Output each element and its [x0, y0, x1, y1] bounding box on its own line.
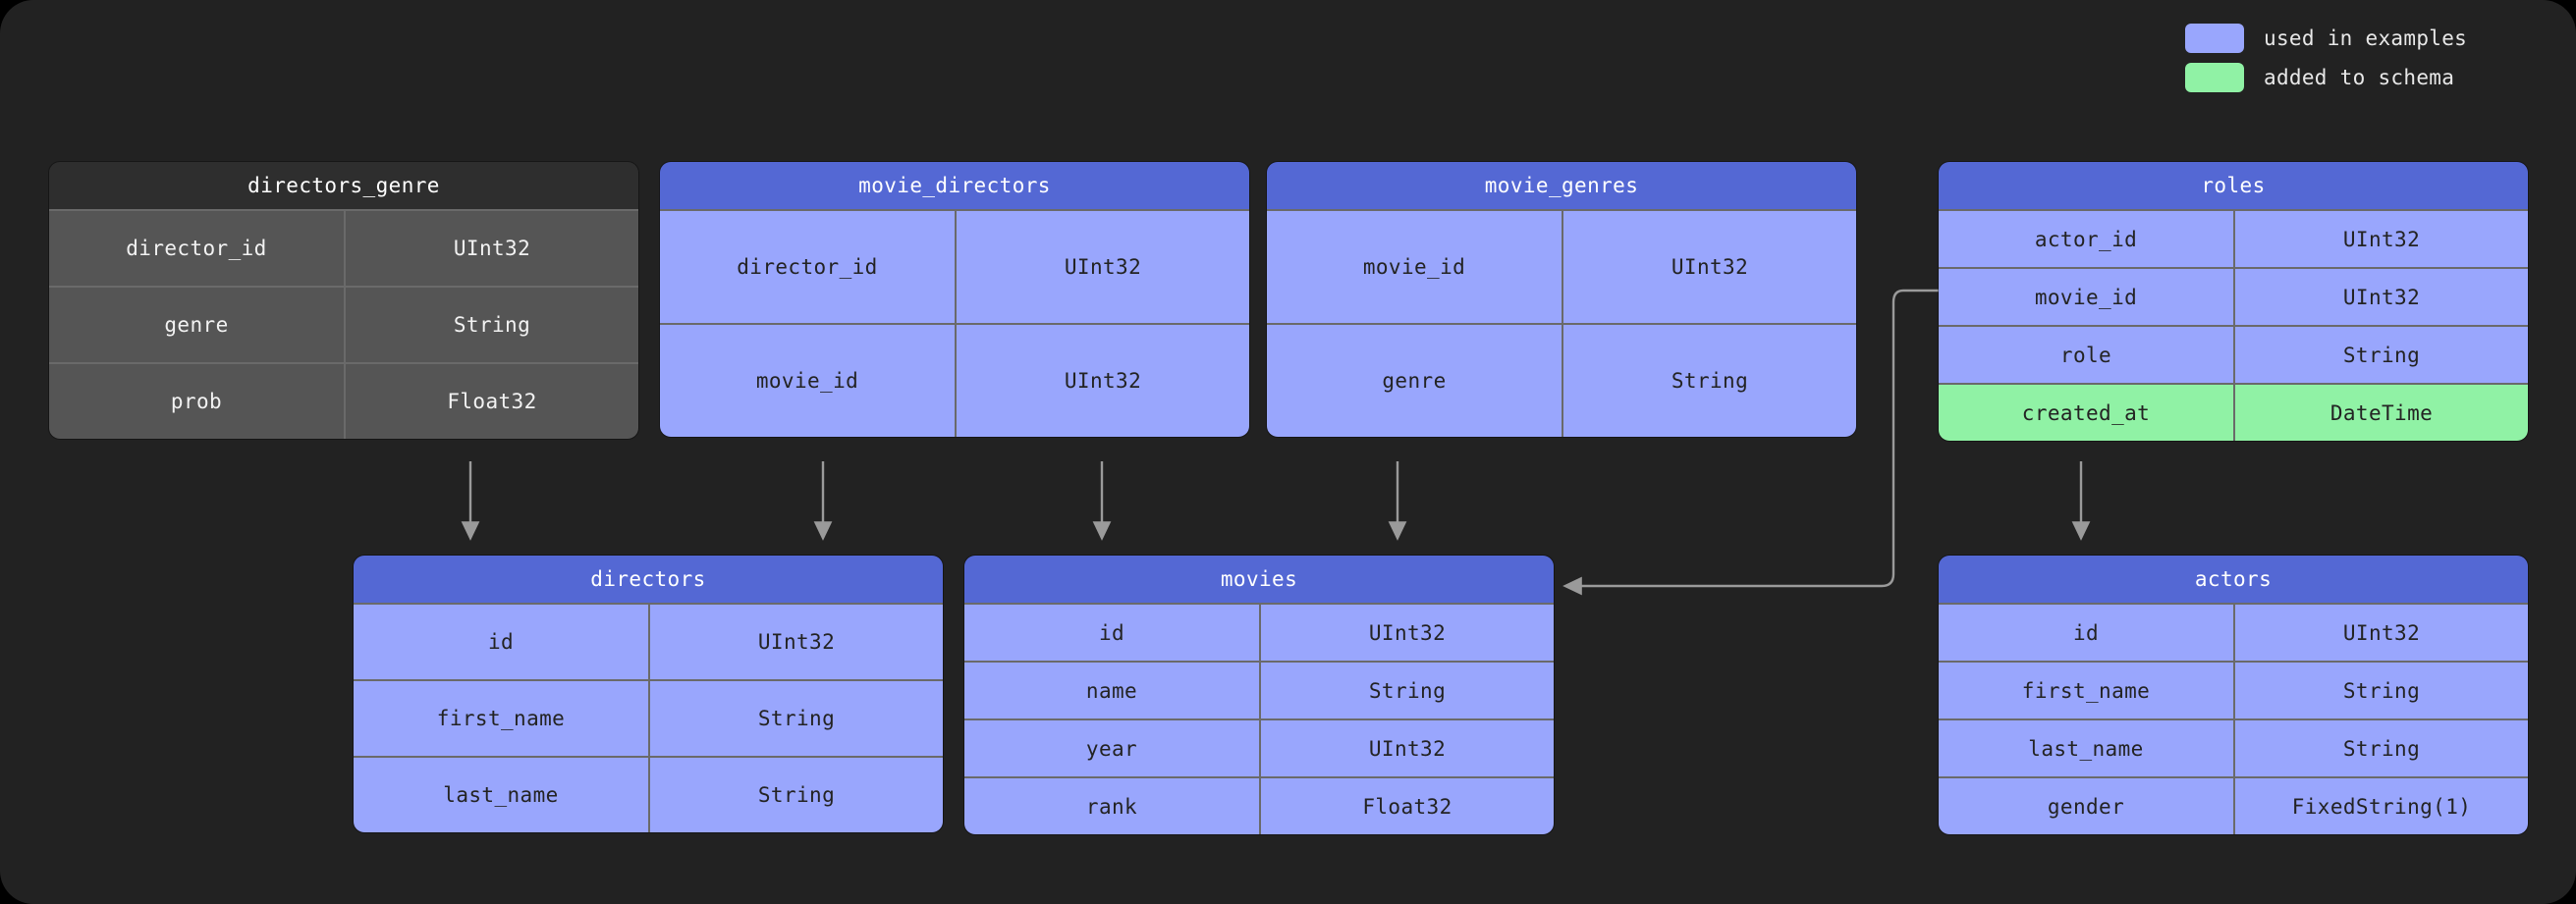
column-name: last_name — [354, 758, 648, 832]
legend-swatch-blue — [2185, 24, 2244, 53]
column-type: Float32 — [344, 364, 638, 439]
column-name: year — [964, 720, 1259, 776]
column-type: String — [2233, 720, 2528, 776]
column-type: UInt32 — [648, 605, 943, 679]
table-row[interactable]: last_name String — [1939, 718, 2528, 776]
column-name: first_name — [1939, 663, 2233, 718]
legend-item-added-to-schema: added to schema — [2185, 63, 2490, 92]
table-directors_genre[interactable]: directors_genre director_id UInt32 genre… — [49, 162, 638, 439]
column-type: UInt32 — [2233, 211, 2528, 267]
column-name: genre — [1267, 325, 1562, 437]
table-title-actors: actors — [1939, 556, 2528, 603]
column-name: name — [964, 663, 1259, 718]
column-name: last_name — [1939, 720, 2233, 776]
column-type: Float32 — [1259, 778, 1554, 834]
column-name: id — [964, 605, 1259, 661]
table-row[interactable]: gender FixedString(1) — [1939, 776, 2528, 834]
column-type: UInt32 — [1562, 211, 1856, 323]
table-title-movie_directors: movie_directors — [660, 162, 1249, 209]
table-roles[interactable]: roles actor_id UInt32 movie_id UInt32 ro… — [1939, 162, 2528, 441]
legend: used in examples added to schema — [2185, 24, 2490, 92]
table-title-movies: movies — [964, 556, 1554, 603]
column-name: prob — [49, 364, 344, 439]
table-row[interactable]: id UInt32 — [354, 603, 943, 679]
table-row[interactable]: id UInt32 — [964, 603, 1554, 661]
table-row[interactable]: last_name String — [354, 756, 943, 832]
table-row-added[interactable]: created_at DateTime — [1939, 383, 2528, 441]
column-type: UInt32 — [1259, 605, 1554, 661]
table-actors[interactable]: actors id UInt32 first_name String last_… — [1939, 556, 2528, 834]
table-row[interactable]: prob Float32 — [49, 362, 638, 439]
table-directors[interactable]: directors id UInt32 first_name String la… — [354, 556, 943, 832]
column-type: UInt32 — [1259, 720, 1554, 776]
table-row[interactable]: movie_id UInt32 — [1267, 209, 1856, 323]
table-title-roles: roles — [1939, 162, 2528, 209]
column-name: rank — [964, 778, 1259, 834]
column-name: movie_id — [660, 325, 955, 437]
column-name: movie_id — [1267, 211, 1562, 323]
table-row[interactable]: director_id UInt32 — [660, 209, 1249, 323]
column-name: gender — [1939, 778, 2233, 834]
column-type: String — [2233, 327, 2528, 383]
table-movies[interactable]: movies id UInt32 name String year UInt32… — [964, 556, 1554, 834]
clipped-bottom-content — [0, 900, 2576, 904]
table-row[interactable]: first_name String — [1939, 661, 2528, 718]
column-name: actor_id — [1939, 211, 2233, 267]
column-type: String — [344, 288, 638, 362]
column-name: director_id — [660, 211, 955, 323]
column-type: String — [648, 681, 943, 756]
legend-swatch-green — [2185, 63, 2244, 92]
column-name: role — [1939, 327, 2233, 383]
table-row[interactable]: movie_id UInt32 — [660, 323, 1249, 437]
table-row[interactable]: first_name String — [354, 679, 943, 756]
column-name: genre — [49, 288, 344, 362]
table-title-movie_genres: movie_genres — [1267, 162, 1856, 209]
legend-label-used-in-examples: used in examples — [2264, 27, 2468, 50]
table-row[interactable]: director_id UInt32 — [49, 209, 638, 286]
legend-item-used-in-examples: used in examples — [2185, 24, 2490, 53]
column-type: String — [1259, 663, 1554, 718]
column-name: created_at — [1939, 385, 2233, 441]
table-title-directors: directors — [354, 556, 943, 603]
column-type: String — [1562, 325, 1856, 437]
table-row[interactable]: rank Float32 — [964, 776, 1554, 834]
column-name: director_id — [49, 211, 344, 286]
column-type: UInt32 — [955, 211, 1249, 323]
column-name: id — [1939, 605, 2233, 661]
table-row[interactable]: movie_id UInt32 — [1939, 267, 2528, 325]
table-row[interactable]: name String — [964, 661, 1554, 718]
column-type: UInt32 — [955, 325, 1249, 437]
table-row[interactable]: role String — [1939, 325, 2528, 383]
column-type: UInt32 — [344, 211, 638, 286]
column-type: UInt32 — [2233, 605, 2528, 661]
table-row[interactable]: id UInt32 — [1939, 603, 2528, 661]
table-row[interactable]: actor_id UInt32 — [1939, 209, 2528, 267]
table-row[interactable]: genre String — [49, 286, 638, 362]
table-movie_genres[interactable]: movie_genres movie_id UInt32 genre Strin… — [1267, 162, 1856, 437]
column-type: String — [648, 758, 943, 832]
column-type: DateTime — [2233, 385, 2528, 441]
table-row[interactable]: year UInt32 — [964, 718, 1554, 776]
column-name: first_name — [354, 681, 648, 756]
column-name: id — [354, 605, 648, 679]
column-type: String — [2233, 663, 2528, 718]
table-title-directors_genre: directors_genre — [49, 162, 638, 209]
legend-label-added-to-schema: added to schema — [2264, 66, 2455, 89]
table-movie_directors[interactable]: movie_directors director_id UInt32 movie… — [660, 162, 1249, 437]
column-name: movie_id — [1939, 269, 2233, 325]
column-type: UInt32 — [2233, 269, 2528, 325]
table-row[interactable]: genre String — [1267, 323, 1856, 437]
column-type: FixedString(1) — [2233, 778, 2528, 834]
